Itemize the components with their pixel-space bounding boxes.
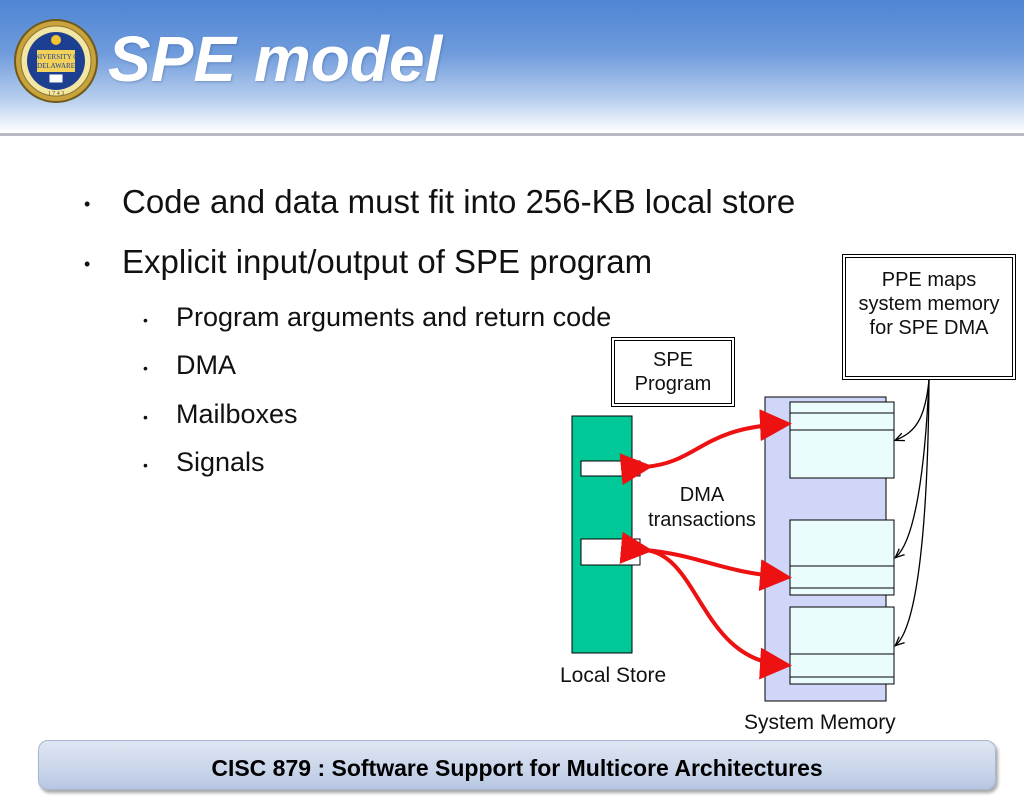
memory-region <box>789 606 895 685</box>
slide-title: SPE model <box>108 23 443 95</box>
sub-bullet-item: Program arguments and return code <box>176 302 612 332</box>
header-divider <box>0 133 1024 136</box>
university-logo: UNIVERSITY OF DELAWARE 1 7 4 3 <box>14 19 98 103</box>
mapping-arrow <box>896 379 930 440</box>
bullet-marker: • <box>84 254 91 274</box>
dma-transactions-label: DMA transactions <box>648 484 756 531</box>
svg-text:UNIVERSITY OF: UNIVERSITY OF <box>30 53 83 61</box>
sub-bullet-item: Mailboxes <box>176 399 298 429</box>
sub-bullet-marker: • <box>143 409 148 425</box>
local-store-label: Local Store <box>560 664 667 687</box>
slide-header <box>0 0 1024 133</box>
dma-arrow <box>619 531 792 680</box>
sub-bullet-marker: • <box>143 360 148 376</box>
dma-arrow <box>619 409 792 486</box>
dma-arrow <box>619 531 792 592</box>
bullet-marker: • <box>84 194 91 214</box>
local-store-block <box>571 415 633 654</box>
mapping-arrow <box>896 379 930 557</box>
local-store-buffer <box>580 538 641 566</box>
sub-bullet-marker: • <box>143 312 148 328</box>
svg-text:1 7 4 3: 1 7 4 3 <box>48 91 65 97</box>
mapping-arrow <box>896 379 930 645</box>
memory-region <box>789 401 895 479</box>
sub-bullet-marker: • <box>143 457 148 473</box>
footer-course-title: CISC 879 : Software Support for Multicor… <box>211 755 823 781</box>
bullet-item: Code and data must fit into 256-KB local… <box>122 183 796 220</box>
spe-program-box: SPE Program <box>611 337 735 407</box>
memory-region <box>789 519 895 596</box>
sub-bullet-item: DMA <box>176 350 236 380</box>
system-memory-label: System Memory <box>744 711 896 734</box>
local-store-buffer <box>580 460 641 477</box>
ppe-maps-box: PPE maps system memory for SPE DMA <box>842 254 1016 380</box>
sub-bullet-item: Signals <box>176 447 265 477</box>
bullet-item: Explicit input/output of SPE program <box>122 243 653 280</box>
svg-text:DELAWARE: DELAWARE <box>37 62 75 70</box>
slide-footer: CISC 879 : Software Support for Multicor… <box>38 740 996 790</box>
